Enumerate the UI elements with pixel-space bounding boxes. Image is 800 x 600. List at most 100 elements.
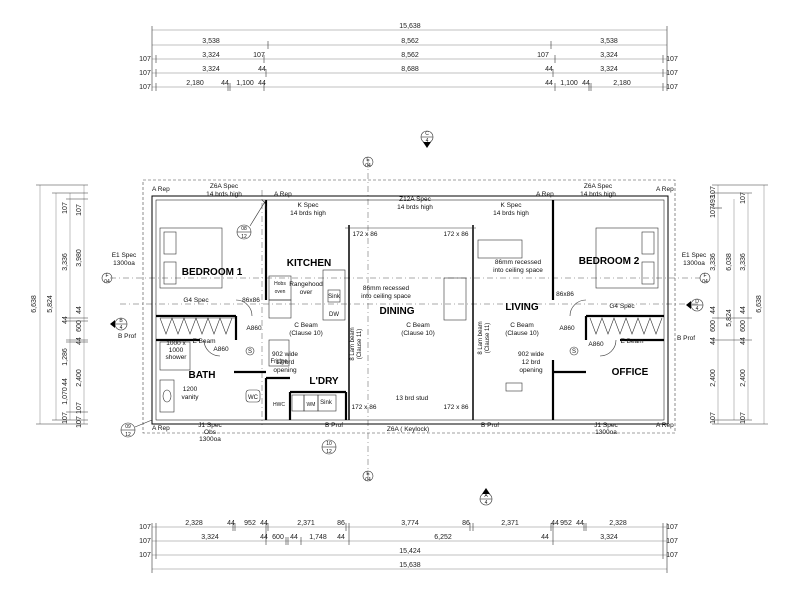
marker-f-left: F 04 xyxy=(101,272,113,285)
dim-top-r5: 44 xyxy=(221,80,229,87)
dim-bottom-r3: 15,424 xyxy=(399,548,421,555)
note-hobs: Hobs xyxy=(274,281,286,287)
dim-left-mid: 5,824 xyxy=(47,295,54,313)
svg-text:10: 10 xyxy=(326,441,332,447)
dim-right-c3: 44 xyxy=(740,337,747,345)
dim-right-c1: 107 xyxy=(710,206,717,218)
dim-left-c3: 44 xyxy=(62,378,69,386)
dim-bottom-r2: 6,252 xyxy=(434,534,452,541)
room-office: OFFICE xyxy=(612,367,649,378)
note-hobs: oven xyxy=(275,289,286,295)
note-lam-beam-right: (Clause 11) xyxy=(485,323,491,354)
dim-top-r4: 8,688 xyxy=(401,66,419,73)
svg-text:F: F xyxy=(105,273,108,279)
room-bedroom-1: BEDROOM 1 xyxy=(182,267,243,278)
svg-text:12: 12 xyxy=(125,432,131,438)
dim-top-r5: 44 xyxy=(545,80,553,87)
island-bench xyxy=(322,269,346,321)
svg-text:F: F xyxy=(703,273,706,279)
note-lam-beam-left: (Clause 11) xyxy=(357,329,363,360)
note-k-spec: 14 brds high xyxy=(493,210,529,217)
dim-left-c4: 107 xyxy=(76,402,83,414)
dim-bottom-r2: 44 xyxy=(290,534,298,541)
note-a-rep: A Rep xyxy=(656,422,674,429)
note-beam-172: 172 x 86 xyxy=(353,231,378,238)
fixtures xyxy=(159,199,663,413)
dim-left-c3: 44 xyxy=(62,316,69,324)
dim-right-c2: 6,038 xyxy=(726,253,733,271)
note-e1-left: 1300oa xyxy=(113,260,135,267)
section-markers: C 4 A 4 B 4 D 4 F xyxy=(101,130,711,506)
svg-text:4: 4 xyxy=(696,306,699,312)
note-k-spec: K Spec xyxy=(501,202,523,209)
dim-right-c1: 107 xyxy=(710,186,717,198)
note-shower: 1000 xyxy=(169,347,184,354)
note-fridge: Fridge xyxy=(270,359,288,365)
note-a860: A860 xyxy=(213,346,229,353)
svg-text:08: 08 xyxy=(241,226,247,232)
dim-bottom-r1: 952 xyxy=(244,520,256,527)
vanity xyxy=(159,379,175,413)
sofa-side xyxy=(443,277,467,321)
dim-left-c3: 107 xyxy=(62,202,69,214)
dim-top-r5: 107 xyxy=(666,84,678,91)
dim-top-r4: 3,324 xyxy=(600,66,618,73)
dim-bottom-r3: 107 xyxy=(666,552,678,559)
room-kitchen: KITCHEN xyxy=(287,258,331,269)
dim-top-r5: 107 xyxy=(139,84,151,91)
note-a860: A860 xyxy=(588,341,604,348)
building-walls xyxy=(142,179,676,434)
note-opening-right: opening xyxy=(519,367,543,374)
room-bath: BATH xyxy=(188,370,215,381)
note-recess-dining: 86mm recessed xyxy=(363,285,410,292)
dim-top-r5: 44 xyxy=(582,80,590,87)
svg-text:4: 4 xyxy=(120,325,123,331)
detail-09: 09 12 xyxy=(120,419,153,438)
dim-bottom-r1: 2,328 xyxy=(609,520,627,527)
note-z6a-bottom: Z6A ( Keylock) xyxy=(387,426,429,433)
dim-bottom-r2: 107 xyxy=(666,538,678,545)
dim-left-outer: 6,638 xyxy=(31,295,38,313)
wc xyxy=(245,389,261,403)
dim-bottom-r1: 952 xyxy=(560,520,572,527)
dim-top-r3: 107 xyxy=(139,56,151,63)
dim-right-c1: 44 xyxy=(710,337,717,345)
note-c-beam-1: (Clause 10) xyxy=(289,330,323,337)
note-b-prof-right: B Prof xyxy=(677,335,695,342)
svg-text:C: C xyxy=(425,131,429,137)
sofa xyxy=(477,239,523,259)
note-b-prof-left: B Prof xyxy=(118,333,136,340)
dim-bottom-r2: 600 xyxy=(272,534,284,541)
note-a-rep: A Rep xyxy=(656,186,674,193)
dim-bottom-r1: 44 xyxy=(260,520,268,527)
dim-right-c3: 44 xyxy=(740,306,747,314)
note-c-beam-3: C Beam xyxy=(510,322,533,329)
dim-top-r2: 3,538 xyxy=(600,38,618,45)
dim-bottom-r3: 107 xyxy=(139,552,151,559)
svg-text:D: D xyxy=(695,299,699,305)
dim-top-r3: 107 xyxy=(666,56,678,63)
dim-left-c3: 1,286 xyxy=(62,348,69,366)
dim-top-r4: 44 xyxy=(258,66,266,73)
spec-notes: A Rep A Rep A Rep A Rep A Rep A Rep Z6A … xyxy=(112,183,707,443)
dim-right-c3: 107 xyxy=(740,412,747,424)
room-bedroom-2: BEDROOM 2 xyxy=(579,256,640,267)
dim-top-r4: 107 xyxy=(666,70,678,77)
note-hwc: HWC xyxy=(273,402,285,408)
dim-right-c3: 3,336 xyxy=(740,253,747,271)
dim-right-c1: 44 xyxy=(710,306,717,314)
dim-top-r5: 2,180 xyxy=(613,80,631,87)
right-dimensions: 107 493 107 3,336 44 600 44 2,400 107 6,… xyxy=(710,184,768,425)
note-bench-left: 86x86 xyxy=(242,297,260,304)
note-c-beam-1: C Beam xyxy=(294,322,317,329)
note-g4-right: G4 Spec xyxy=(609,303,635,310)
note-j1-left: Obs xyxy=(204,429,217,436)
note-e1-right: 1300oa xyxy=(683,260,705,267)
dim-right-c1: 493 xyxy=(710,195,717,207)
dim-bottom-r1: 3,774 xyxy=(401,520,419,527)
dim-top-r5: 1,100 xyxy=(560,80,578,87)
bed-2 xyxy=(595,227,659,289)
room-laundry: L'DRY xyxy=(309,376,339,387)
dim-left-c4: 107 xyxy=(76,416,83,428)
dim-left-c4: 44 xyxy=(76,337,83,345)
